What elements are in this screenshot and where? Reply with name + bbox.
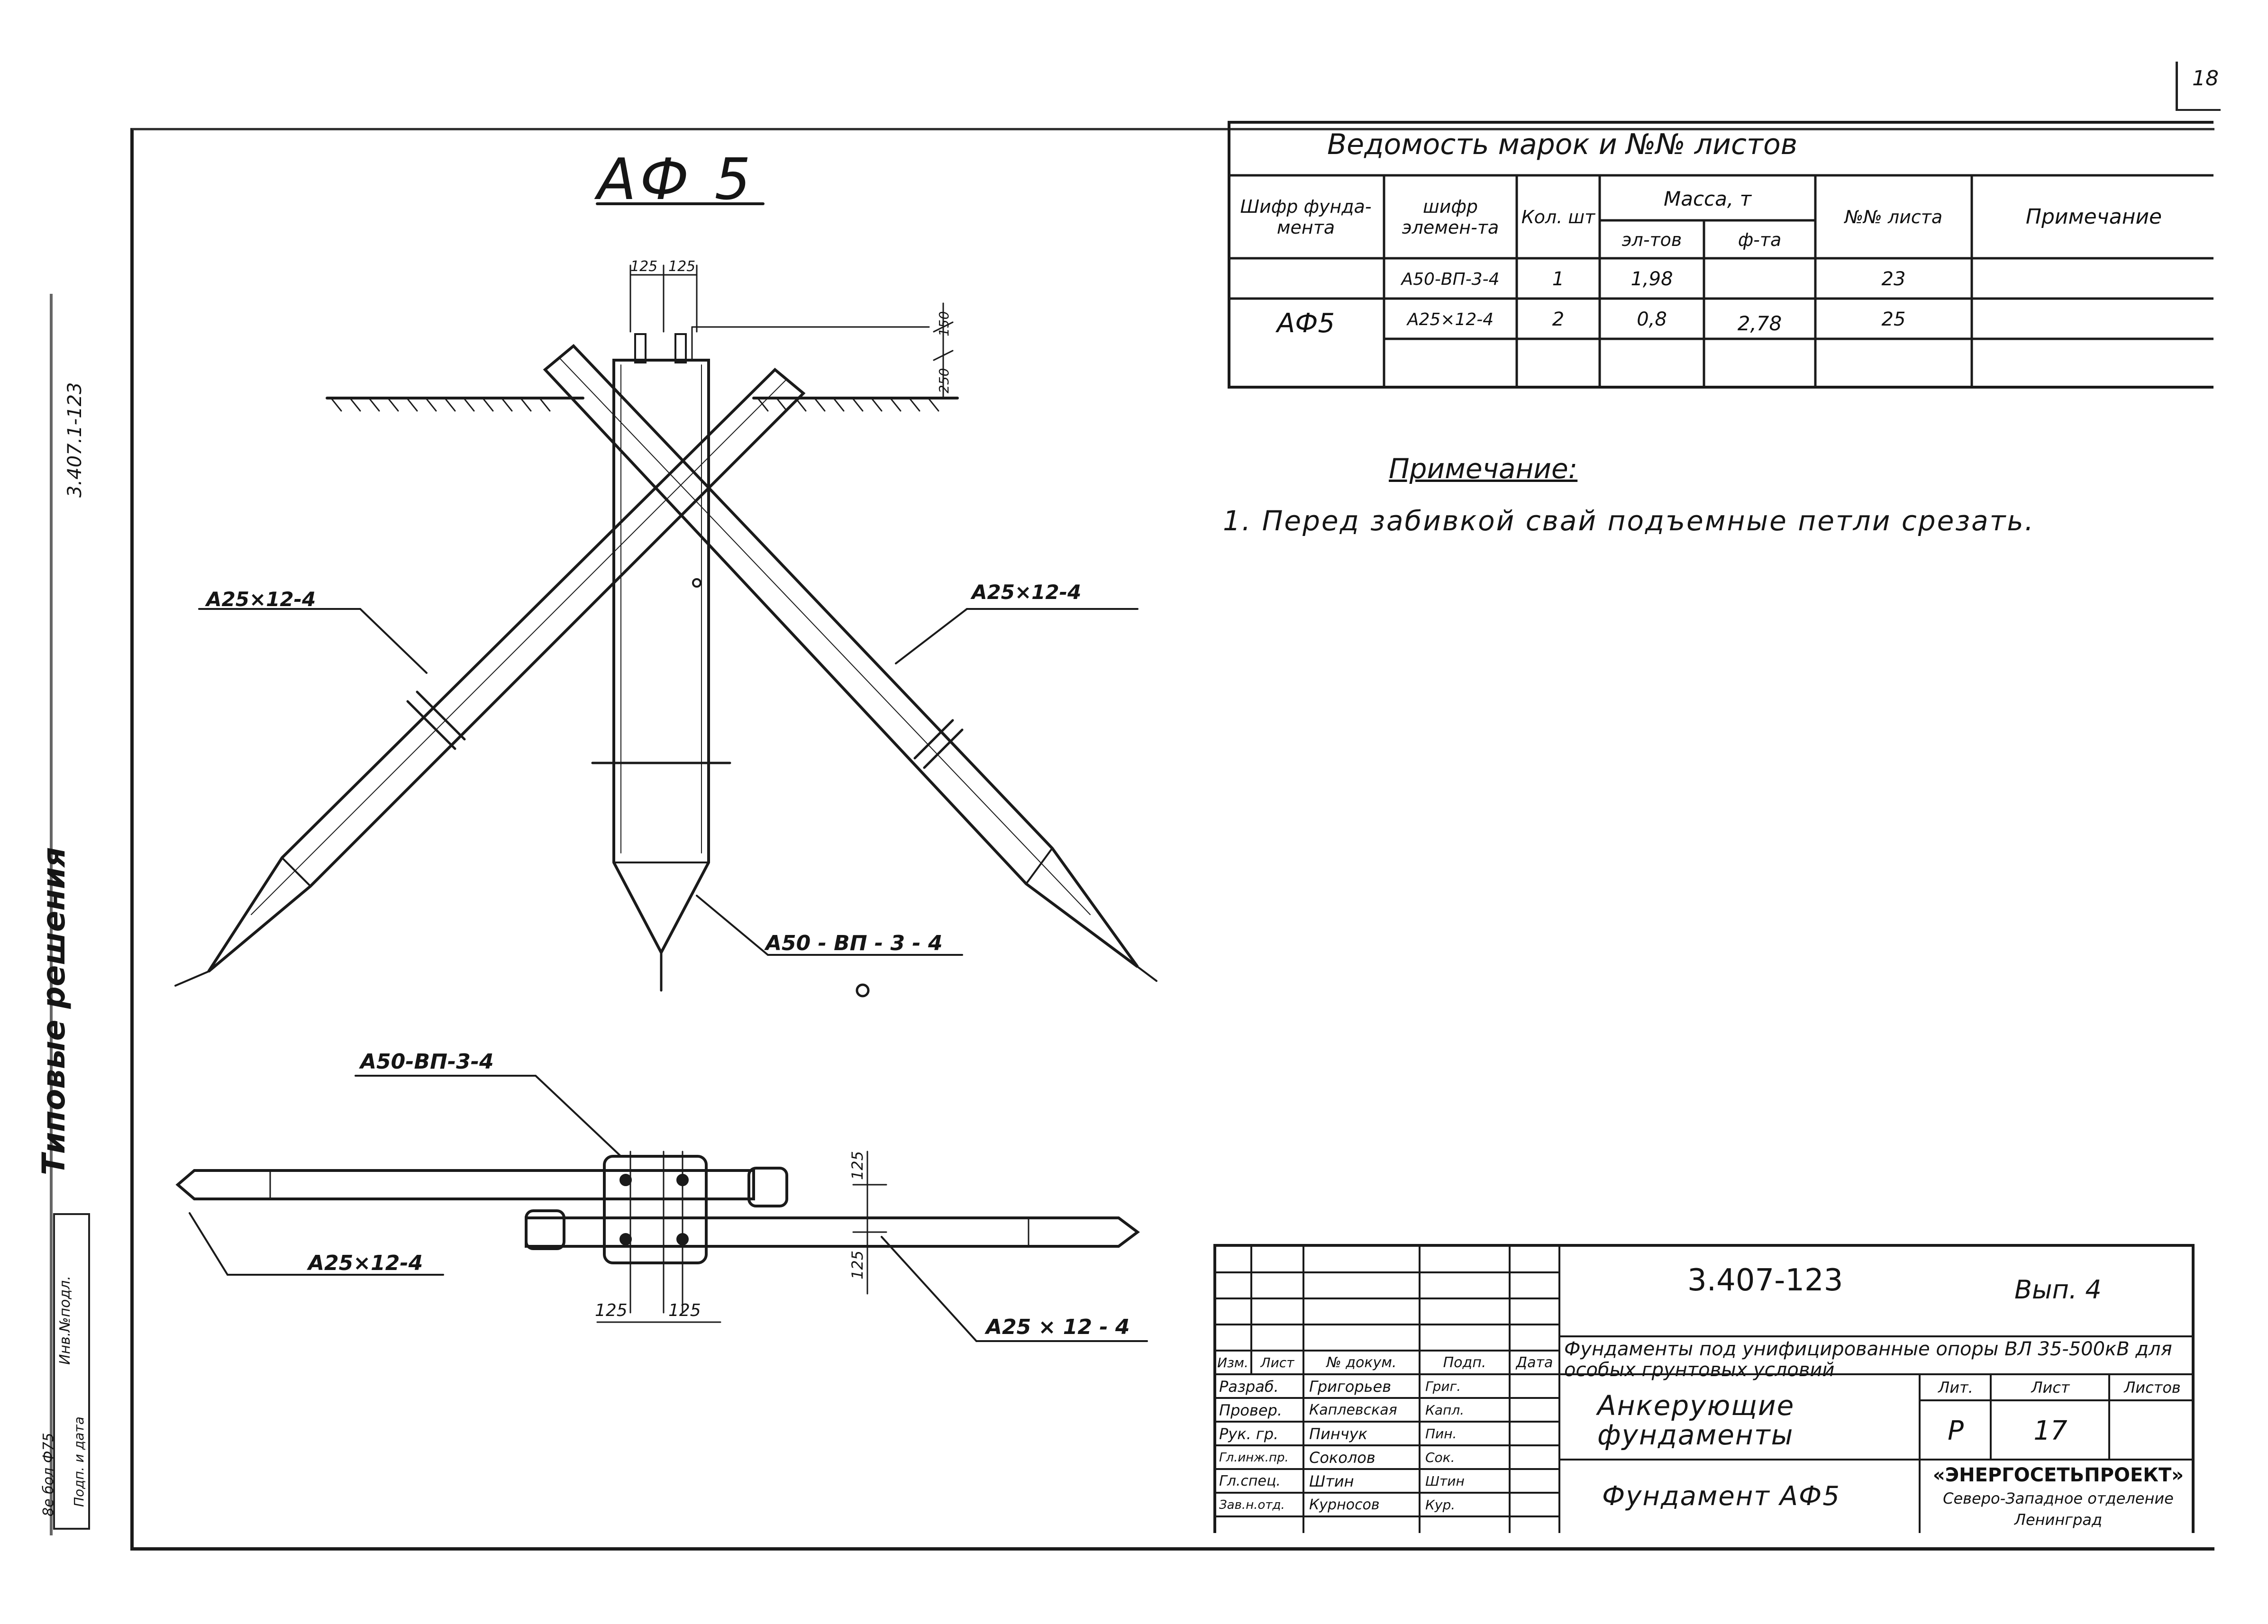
hdr-izm: Изм. bbox=[1217, 1355, 1248, 1370]
row2-sheet: 25 bbox=[1881, 308, 1906, 330]
sheet-label: Лист bbox=[2031, 1379, 2070, 1397]
org-name: «ЭНЕРГОСЕТЬПРОЕКТ» bbox=[1932, 1464, 2184, 1486]
plan-view bbox=[175, 1155, 1140, 1264]
side-stamp-box bbox=[53, 1213, 90, 1530]
drawing-frame bbox=[130, 128, 2214, 1551]
foundation-mass: 2,78 bbox=[1737, 312, 1782, 335]
left-inclined-pile bbox=[174, 367, 806, 987]
hdr-sheet-no: №№ листа bbox=[1844, 206, 1943, 227]
row1-sheet: 23 bbox=[1881, 268, 1906, 290]
role-3: Рук. гр. bbox=[1219, 1424, 1279, 1443]
sig-4: Сок. bbox=[1425, 1450, 1455, 1465]
ground-hatch bbox=[331, 398, 939, 412]
hdr-element-code: шифр элемен-та bbox=[1402, 196, 1499, 238]
right-dimension bbox=[691, 302, 954, 399]
corner-stamp-box bbox=[2176, 62, 2221, 111]
name-4: Соколов bbox=[1309, 1448, 1375, 1467]
side-strip bbox=[50, 294, 53, 1535]
row2-qty: 2 bbox=[1552, 308, 1565, 330]
name-1: Григорьев bbox=[1309, 1377, 1392, 1396]
drawing-name-1: Анкерующие фундаменты bbox=[1597, 1389, 1795, 1451]
note-text: 1. Перед забивкой свай подъемные петли с… bbox=[1223, 505, 2035, 537]
sig-3: Пин. bbox=[1425, 1426, 1457, 1442]
title-block bbox=[1213, 1244, 2195, 1533]
hdr-doc-no: № докум. bbox=[1326, 1354, 1397, 1371]
sheet-value: 17 bbox=[2033, 1415, 2068, 1446]
schedule-title: Ведомость марок и №№ листов bbox=[1327, 128, 1798, 161]
drawing-title: АФ 5 bbox=[597, 147, 755, 213]
sig-5: Штин bbox=[1425, 1473, 1465, 1489]
org-city: Ленинград bbox=[2014, 1511, 2103, 1529]
role-6: Зав.н.отд. bbox=[1219, 1497, 1285, 1512]
sheets-label: Листов bbox=[2124, 1379, 2181, 1397]
sig-2: Капл. bbox=[1425, 1402, 1465, 1418]
name-5: Штин bbox=[1309, 1472, 1354, 1490]
top-dimension bbox=[629, 264, 698, 333]
role-4: Гл.инж.пр. bbox=[1219, 1450, 1289, 1465]
row1-qty: 1 bbox=[1552, 268, 1565, 290]
leader-lines bbox=[189, 608, 1148, 1342]
center-pile-label: А50 - ВП - 3 - 4 bbox=[765, 931, 943, 955]
sig-1: Григ. bbox=[1425, 1379, 1461, 1394]
plan-dim-bottom-right: 125 bbox=[668, 1301, 701, 1320]
hdr-note: Примечание bbox=[2025, 205, 2162, 229]
plan-right-label: А25 × 12 - 4 bbox=[986, 1315, 1130, 1339]
corner-page-mark: 18 bbox=[2192, 66, 2219, 91]
note-heading: Примечание: bbox=[1389, 453, 1578, 485]
hdr-mass: Масса, т bbox=[1663, 187, 1752, 210]
name-6: Курносов bbox=[1309, 1497, 1380, 1513]
name-3: Пинчук bbox=[1309, 1424, 1367, 1443]
drawing-name-2: Фундамент АФ5 bbox=[1602, 1481, 1840, 1512]
stage-value: Р bbox=[1948, 1415, 1964, 1446]
row1-mass: 1,98 bbox=[1630, 268, 1673, 290]
plan-left-label: А25×12-4 bbox=[308, 1251, 423, 1275]
right-inclined-pile bbox=[543, 344, 1157, 982]
name-2: Каплевская bbox=[1309, 1402, 1397, 1418]
plan-dimensions bbox=[596, 1151, 887, 1323]
role-2: Провер. bbox=[1219, 1401, 1282, 1419]
hdr-date: Дата bbox=[1516, 1354, 1553, 1371]
mark-circle bbox=[856, 983, 870, 998]
hdr-foundation-code: Шифр фунда-мента bbox=[1240, 196, 1372, 238]
hdr-sign: Подп. bbox=[1443, 1354, 1486, 1371]
foundation-code: АФ5 bbox=[1276, 308, 1335, 339]
issue-number: Вып. 4 bbox=[2014, 1275, 2102, 1305]
top-dim-1: 125 bbox=[630, 258, 658, 275]
stage-label: Лит. bbox=[1938, 1379, 1973, 1397]
schedule-table bbox=[1228, 121, 2213, 389]
hdr-list: Лист bbox=[1260, 1355, 1294, 1370]
row2-element: А25×12-4 bbox=[1407, 309, 1494, 329]
plan-dim-bottom-left: 125 bbox=[595, 1301, 628, 1320]
hdr-qty: Кол. шт bbox=[1521, 206, 1595, 227]
role-5: Гл.спец. bbox=[1219, 1473, 1281, 1489]
doc-number: 3.407-123 bbox=[1687, 1263, 1843, 1298]
plan-center-label: А50-ВП-3-4 bbox=[360, 1050, 494, 1074]
hdr-mass-element: эл-тов bbox=[1621, 229, 1682, 250]
left-pile-label: А25×12-4 bbox=[206, 588, 316, 611]
top-dim-2: 125 bbox=[668, 258, 696, 275]
role-1: Разраб. bbox=[1219, 1377, 1279, 1396]
project-title: Фундаменты под унифицированные опоры ВЛ … bbox=[1564, 1338, 2172, 1381]
row1-element: А50-ВП-3-4 bbox=[1401, 269, 1500, 289]
org-branch: Северо-Западное отделение bbox=[1943, 1489, 2174, 1507]
sig-6: Кур. bbox=[1425, 1497, 1456, 1513]
row2-mass: 0,8 bbox=[1637, 308, 1667, 330]
center-pile bbox=[591, 333, 731, 992]
hdr-mass-foundation: ф-та bbox=[1738, 229, 1782, 250]
right-pile-label: А25×12-4 bbox=[972, 581, 1082, 604]
